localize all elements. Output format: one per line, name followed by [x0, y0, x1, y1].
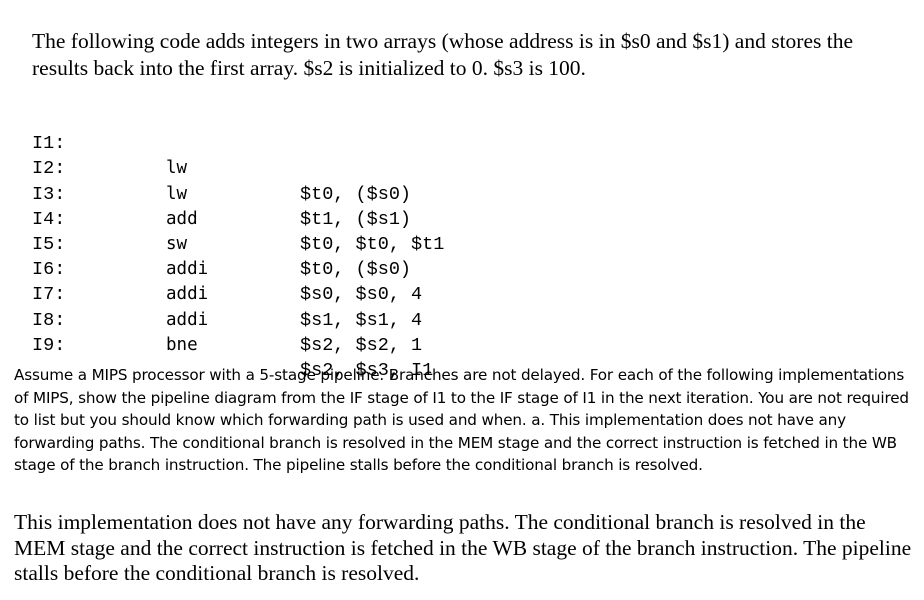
- operands: $s2, $s3, I1: [300, 359, 434, 381]
- opcode: addi: [166, 284, 209, 305]
- opcode: add: [166, 208, 198, 229]
- code-line: I8: bne $s2, $s3, I1: [32, 282, 433, 381]
- instruction-label: I2:: [32, 158, 66, 180]
- instruction-label: I5:: [32, 233, 66, 255]
- operands: $t0, ($s0): [300, 259, 412, 281]
- operands: $s0, $s0, 4: [300, 284, 423, 306]
- opcode: addi: [166, 259, 209, 280]
- operands: $t0, $t0, $t1: [300, 233, 445, 255]
- opcode: addi: [166, 309, 209, 330]
- code-line: I5: addi $s0, $s0, 4: [32, 207, 422, 305]
- code-line: I1: lw $t0, ($s0): [32, 106, 411, 204]
- code-line: I4: sw $t0, ($s0): [32, 182, 411, 280]
- instruction-label: I1:: [32, 133, 66, 155]
- opcode: lw: [166, 158, 188, 179]
- operands: $s1, $s1, 4: [300, 309, 423, 331]
- opcode: bne: [166, 334, 198, 355]
- instruction-label: I7:: [32, 284, 66, 306]
- code-line: I3: add $t0, $t0, $t1: [32, 156, 444, 255]
- opcode: lw: [166, 183, 188, 204]
- code-line: I2: lw $t1, ($s1): [32, 131, 411, 229]
- opcode: sw: [166, 233, 188, 254]
- code-line: I6: addi $s1, $s1, 4: [32, 232, 422, 330]
- instruction-label: I6:: [32, 259, 66, 281]
- emphasized-note: This implementation does not have any fo…: [14, 510, 912, 585]
- operands: $t0, ($s0): [300, 183, 412, 205]
- question-paragraph: Assume a MIPS processor with a 5-stage p…: [14, 366, 909, 475]
- operands: $t1, ($s1): [300, 208, 412, 230]
- instruction-label: I4:: [32, 208, 66, 230]
- intro-paragraph: The following code adds integers in two …: [32, 29, 853, 80]
- instruction-label: I8:: [32, 309, 66, 331]
- code-listing: I1: lw $t0, ($s0) I2: lw $t1, ($s1) I3: …: [32, 106, 444, 381]
- code-line: I7: addi $s2, $s2, 1: [32, 257, 422, 355]
- instruction-label: I3:: [32, 183, 66, 205]
- instruction-label: I9:: [32, 334, 66, 356]
- code-line: I9:: [32, 308, 76, 356]
- operands: $s2, $s2, 1: [300, 334, 423, 356]
